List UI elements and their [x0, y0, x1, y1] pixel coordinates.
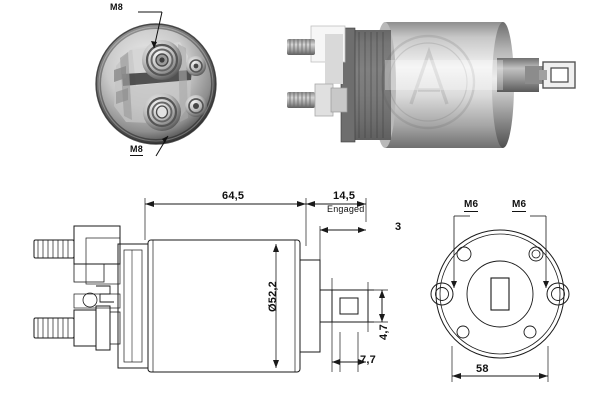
m8-bottom-label: M8 — [130, 144, 143, 156]
dimension-58: 58 — [476, 363, 489, 375]
solenoid-front-end-photo — [92, 8, 220, 156]
dimension-3: 3 — [395, 221, 402, 233]
dimension-52-2: Ø52,2 — [267, 281, 279, 312]
dimension-4-7: 4,7 — [378, 324, 390, 340]
solenoid-side-photo — [285, 8, 585, 160]
m6-left-label: M6 — [464, 199, 479, 212]
m6-right-label: M6 — [512, 199, 527, 212]
m8-top-leader — [138, 11, 163, 49]
dimension-7-7: 7,7 — [360, 354, 376, 366]
dimension-64-5: 64,5 — [222, 190, 245, 202]
m8-top-label: M8 — [110, 2, 123, 12]
solenoid-side-dimension-drawing — [14, 182, 414, 394]
engaged-note: Engaged — [327, 204, 365, 214]
m8-bottom-leader — [155, 135, 169, 157]
dimension-14-5: 14,5 — [333, 190, 356, 202]
solenoid-end-dimension-drawing — [406, 196, 594, 394]
